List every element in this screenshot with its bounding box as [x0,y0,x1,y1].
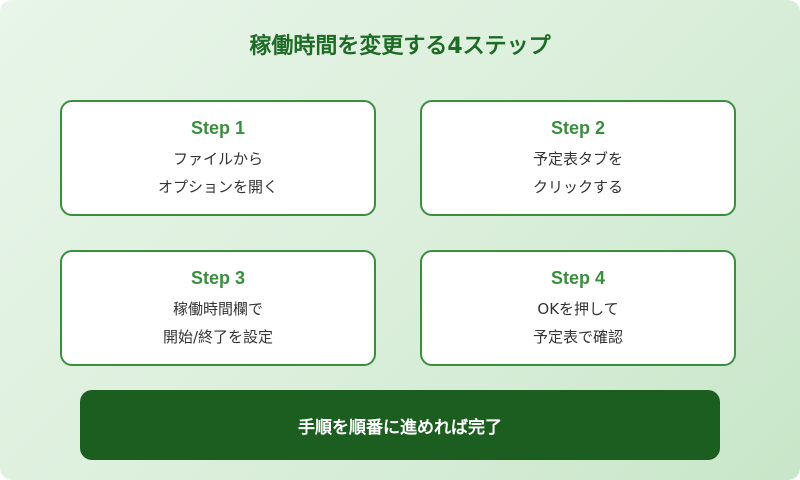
summary-banner-text: 手順を順番に進めれば完了 [298,417,502,438]
step-label: Step 3 [190,268,246,288]
step-label: Step 4 [550,268,606,288]
step-card-2: Step 2 予定表タブを クリックする [420,100,736,216]
step-description: 予定表タブを クリックする [422,145,734,201]
step-description: 稼働時間欄で 開始/終了を設定 [62,295,374,351]
step-description-line: 予定表タブを [532,150,623,168]
step-description-line: クリックする [532,178,623,196]
step-description-line: 予定表で確認 [532,328,623,346]
step-label: Step 1 [190,118,246,138]
step-label: Step 2 [550,118,606,138]
step-card-3: Step 3 稼働時間欄で 開始/終了を設定 [60,250,376,366]
step-description-line: OKを押して [537,300,619,318]
step-card-1: Step 1 ファイルから オプションを開く [60,100,376,216]
step-description-line: ファイルから [172,150,263,168]
step-description: OKを押して 予定表で確認 [422,295,734,351]
summary-banner: 手順を順番に進めれば完了 [80,390,720,460]
step-card-4: Step 4 OKを押して 予定表で確認 [420,250,736,366]
step-description-line: オプションを開く [157,178,278,196]
step-description-line: 稼働時間欄で [172,300,263,318]
step-description: ファイルから オプションを開く [62,145,374,201]
step-description-line: 開始/終了を設定 [162,328,274,346]
diagram-title: 稼働時間を変更する4ステップ [249,34,551,59]
